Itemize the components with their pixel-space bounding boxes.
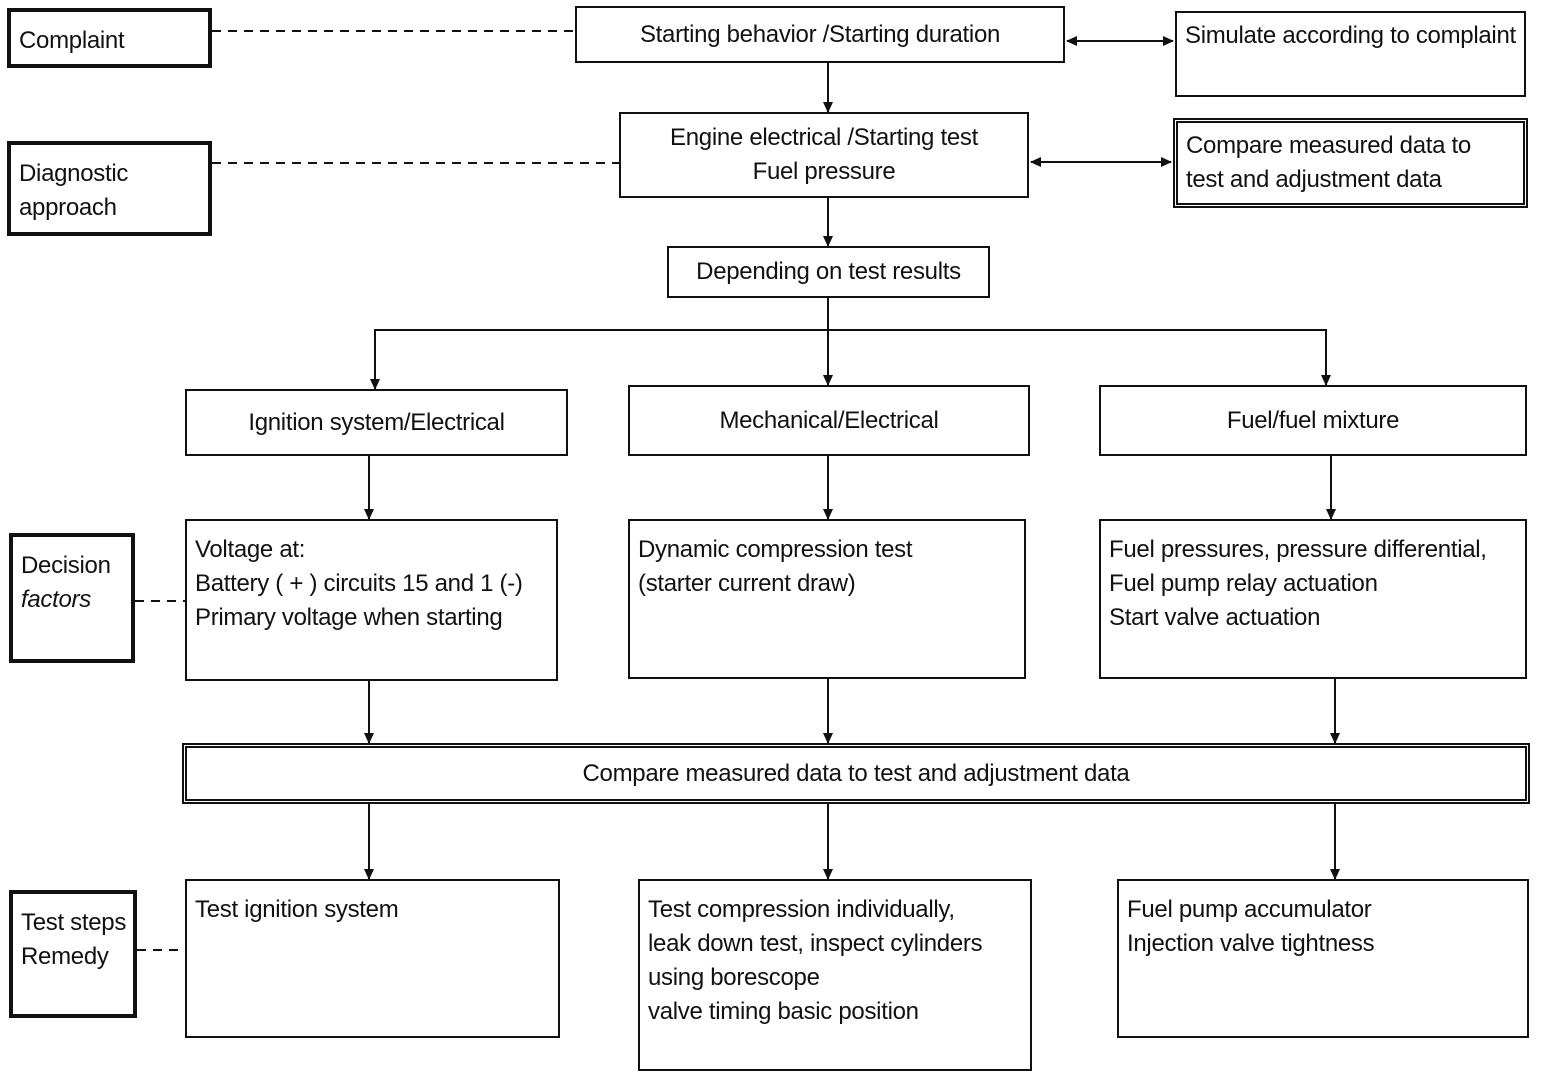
box-starting-behavior-text: Starting behavior /Starting duration <box>639 20 1001 48</box>
box-fuel-mixture: Fuel/fuel mixture <box>1099 385 1527 456</box>
steps-fuel-line-1: Fuel pump accumulator <box>1127 896 1372 923</box>
label-diagnostic-line-1: Diagnostic <box>19 160 129 187</box>
box-factors-fuel: Fuel pressures, pressure differential, F… <box>1099 519 1527 679</box>
box-ignition-system: Ignition system/Electrical <box>185 389 568 456</box>
label-diagnostic-approach: Diagnostic approach <box>7 141 212 236</box>
box-engine-line-2: Fuel pressure <box>752 158 896 185</box>
steps-fuel-line-2: Injection valve tightness <box>1127 930 1375 957</box>
box-compare-top-line-2: test and adjustment data <box>1186 166 1442 193</box>
steps-mechanical-line-1: Test compression individually, <box>648 896 955 923</box>
label-test-steps-line-2: Remedy <box>21 943 109 970</box>
label-decision-line-2: factors <box>21 586 91 613</box>
box-factors-mechanical: Dynamic compression test (starter curren… <box>628 519 1026 679</box>
box-engine-line-1: Engine electrical /Starting test <box>670 124 978 151</box>
label-decision-line-1: Decision <box>21 552 111 579</box>
factors-ignition-line-3: Primary voltage when starting <box>195 604 503 631</box>
box-starting-behavior: Starting behavior /Starting duration <box>575 6 1065 63</box>
box-compare-main: Compare measured data to test and adjust… <box>182 743 1530 804</box>
steps-ignition-line-1: Test ignition system <box>195 896 399 923</box>
box-steps-fuel: Fuel pump accumulator Injection valve ti… <box>1117 879 1529 1038</box>
box-compare-main-text: Compare measured data to test and adjust… <box>582 759 1130 787</box>
label-test-steps-line-1: Test steps <box>21 909 127 936</box>
label-diagnostic-line-2: approach <box>19 194 117 221</box>
box-depending-text: Depending on test results <box>696 258 961 285</box>
steps-mechanical-line-3: using borescope <box>648 964 820 991</box>
box-steps-ignition: Test ignition system <box>185 879 560 1038</box>
label-complaint-text: Complaint <box>19 27 125 54</box>
box-fuel-text: Fuel/fuel mixture <box>1226 406 1400 434</box>
box-mechanical-text: Mechanical/Electrical <box>719 406 939 434</box>
box-factors-ignition: Voltage at: Battery ( + ) circuits 15 an… <box>185 519 558 681</box>
factors-fuel-line-2: Fuel pump relay actuation <box>1109 570 1378 597</box>
box-steps-mechanical: Test compression individually, leak down… <box>638 879 1032 1071</box>
box-simulate-complaint-text: Simulate according to complaint <box>1185 22 1516 49</box>
factors-mechanical-line-2: (starter current draw) <box>638 570 856 597</box>
box-mechanical-electrical: Mechanical/Electrical <box>628 385 1030 456</box>
factors-ignition-line-2: Battery ( + ) circuits 15 and 1 (-) <box>195 570 523 597</box>
factors-ignition-line-1: Voltage at: <box>195 536 306 563</box>
label-test-steps-remedy: Test steps Remedy <box>9 890 137 1018</box>
box-compare-top: Compare measured data to test and adjust… <box>1173 118 1528 208</box>
steps-mechanical-line-4: valve timing basic position <box>648 998 919 1025</box>
steps-mechanical-line-2: leak down test, inspect cylinders <box>648 930 983 957</box>
box-engine-electrical-test: Engine electrical /Starting test Fuel pr… <box>619 112 1029 198</box>
box-ignition-text: Ignition system/Electrical <box>248 408 505 436</box>
factors-fuel-line-3: Start valve actuation <box>1109 604 1321 631</box>
box-simulate-complaint: Simulate according to complaint <box>1175 11 1526 97</box>
label-decision-factors: Decision factors <box>9 533 135 663</box>
factors-fuel-line-1: Fuel pressures, pressure differential, <box>1109 536 1487 563</box>
box-depending-on-results: Depending on test results <box>667 246 990 298</box>
label-complaint: Complaint <box>7 8 212 68</box>
box-compare-top-line-1: Compare measured data to <box>1186 132 1471 159</box>
factors-mechanical-line-1: Dynamic compression test <box>638 536 913 563</box>
